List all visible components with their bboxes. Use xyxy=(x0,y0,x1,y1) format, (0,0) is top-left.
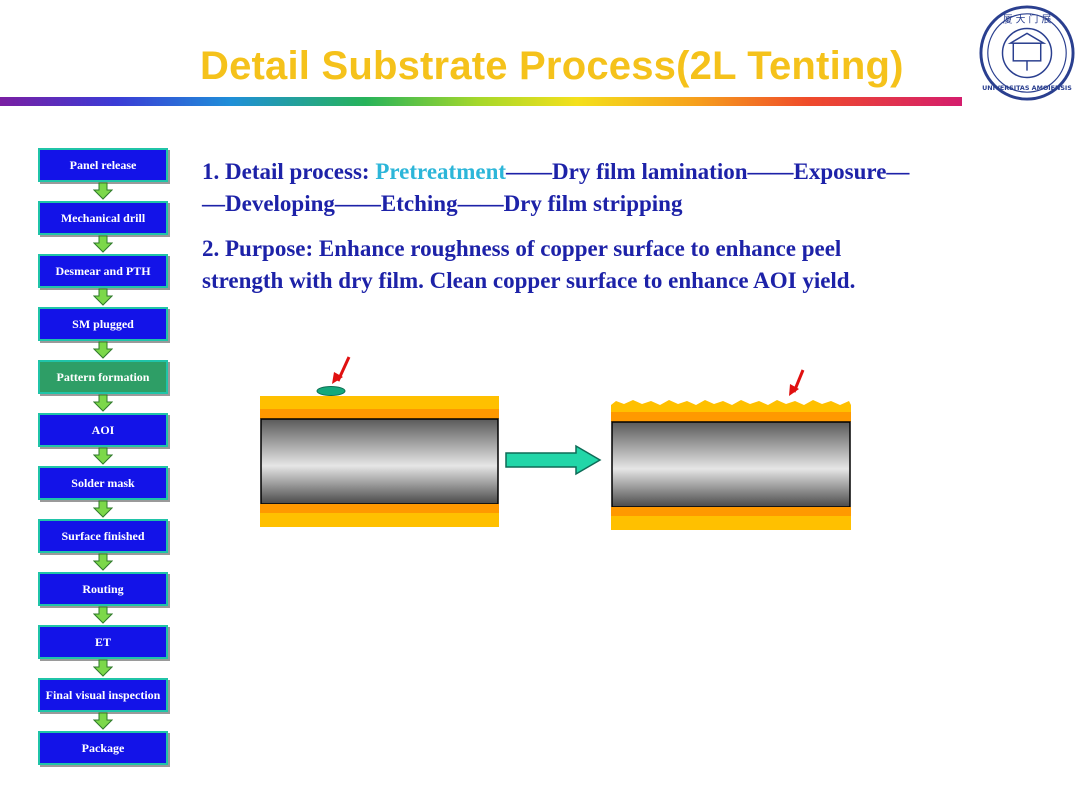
flow-arrow-down-icon xyxy=(93,447,113,465)
flow-arrow-down-icon xyxy=(93,606,113,624)
board-after xyxy=(611,400,851,530)
detail-rest: ——Dry film lamination——Exposure— xyxy=(506,159,910,184)
pointer-arrow-left xyxy=(332,356,351,384)
flow-step-routing: Routing xyxy=(38,572,168,606)
flow-arrow-down-icon xyxy=(93,341,113,359)
flow-step-et: ET xyxy=(38,625,168,659)
flow-step-aoi: AOI xyxy=(38,413,168,447)
flow-step-mechanical-drill: Mechanical drill xyxy=(38,201,168,235)
flow-step-pattern-formation: Pattern formation xyxy=(38,360,168,394)
flow-step-final-visual-inspection: Final visual inspection xyxy=(38,678,168,712)
flow-arrow-down-icon xyxy=(93,182,113,200)
flow-arrow-down-icon xyxy=(93,235,113,253)
flow-arrow-down-icon xyxy=(93,659,113,677)
flow-step-surface-finished: Surface finished xyxy=(38,519,168,553)
detail-process-text: 1. Detail process: Pretreatment——Dry fil… xyxy=(202,156,1042,220)
logo-text-bottom: UNIVERSITAS AMOIENSIS xyxy=(982,84,1072,92)
detail-prefix: 1. Detail process: xyxy=(202,159,376,184)
title-divider xyxy=(0,97,962,106)
purpose-line2: strength with dry film. Clean copper sur… xyxy=(202,268,856,293)
flow-step-panel-release: Panel release xyxy=(38,148,168,182)
flow-step-solder-mask: Solder mask xyxy=(38,466,168,500)
university-logo: 厦 大 门 展 UNIVERSITAS AMOIENSIS xyxy=(979,5,1075,101)
process-arrow-icon xyxy=(505,444,602,476)
flow-arrow-down-icon xyxy=(93,712,113,730)
detail-highlight: Pretreatment xyxy=(375,159,507,184)
flow-step-package: Package xyxy=(38,731,168,765)
flow-arrow-down-icon xyxy=(93,553,113,571)
flow-step-sm-plugged: SM plugged xyxy=(38,307,168,341)
purpose-line1: 2. Purpose: Enhance roughness of copper … xyxy=(202,236,842,261)
board-before xyxy=(260,386,499,527)
contaminant-spot xyxy=(316,386,346,396)
detail-line2: —Developing——Etching——Dry film stripping xyxy=(202,191,683,216)
flow-arrow-down-icon xyxy=(93,500,113,518)
page-title: Detail Substrate Process(2L Tenting) xyxy=(200,44,904,88)
purpose-text: 2. Purpose: Enhance roughness of copper … xyxy=(202,233,1042,297)
flow-arrow-down-icon xyxy=(93,394,113,412)
flow-arrow-down-icon xyxy=(93,288,113,306)
flow-step-desmear-and-pth: Desmear and PTH xyxy=(38,254,168,288)
logo-text-top: 厦 大 门 展 xyxy=(1003,13,1052,26)
pointer-arrow-right xyxy=(789,369,805,396)
